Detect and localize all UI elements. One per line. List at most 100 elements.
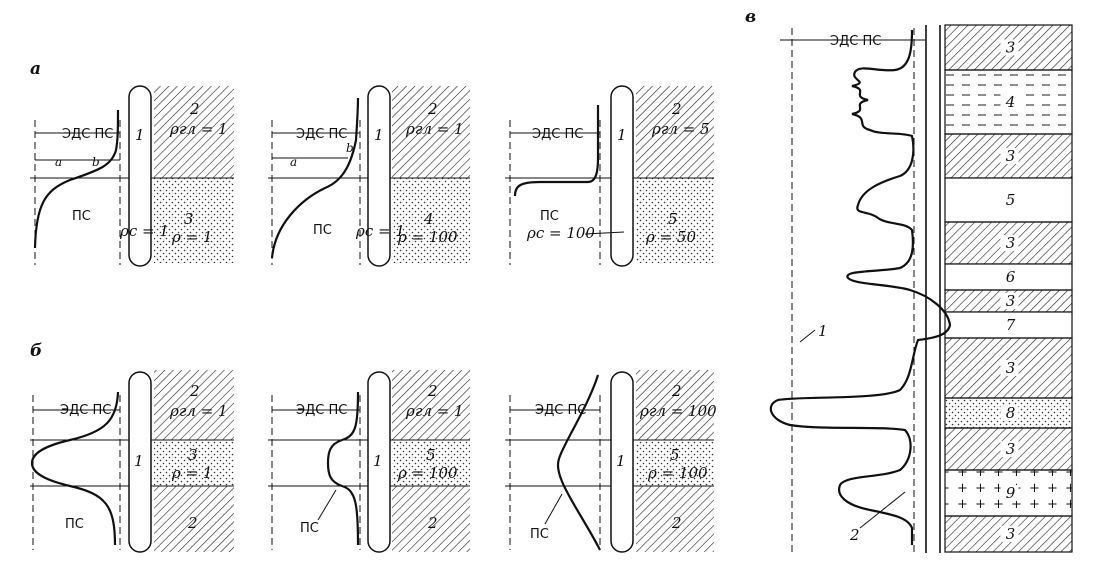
well-rho: ρс = 1	[119, 222, 169, 240]
borehole	[128, 371, 152, 553]
top-num: 2	[427, 100, 438, 118]
panel-b-item-3: ЭДС ПС ПС 1 2 ρгл = 100 5 ρ = 100 2	[505, 370, 717, 553]
emf-label: ЭДС ПС	[535, 403, 586, 418]
panel-b-item-1: ЭДС ПС ПС 1 2 ρгл = 1 3 ρ = 1 2	[30, 370, 234, 553]
well-label: 1	[374, 126, 384, 144]
mid-num: 3	[188, 446, 198, 464]
panel-b-letter: б	[30, 341, 42, 361]
bot-num: 3	[184, 210, 194, 228]
panel-a-letter: а	[30, 59, 41, 79]
top-rho: ρгл = 1	[405, 120, 464, 138]
sp-curve	[769, 29, 952, 545]
sp-label: ПС	[300, 521, 319, 536]
borehole	[610, 85, 634, 267]
layer-label-bg	[1000, 441, 1019, 457]
mid-rho: ρ = 100	[647, 464, 708, 482]
layer-label-11: 3	[1006, 440, 1016, 458]
formation-top	[636, 370, 714, 440]
layer-label-bg	[1000, 360, 1019, 376]
mid-num: 5	[670, 446, 680, 464]
b-label: b	[92, 155, 100, 169]
layer-4	[944, 177, 1073, 223]
formation-bottom	[636, 178, 714, 263]
panel-a-item-1: ЭДС ПС a b ПС 1 2 ρгл = 1 3 ρ = 1 ρс = 1	[30, 85, 234, 267]
bot-num: 4	[423, 210, 434, 228]
layer-label-bg	[1000, 485, 1019, 501]
formation-middle	[154, 440, 234, 486]
top-rho: ρгл = 1	[405, 402, 464, 420]
bot-num: 2	[187, 514, 198, 532]
well-label: 1	[373, 452, 383, 470]
emf-label: ЭДС ПС	[296, 403, 347, 418]
borehole	[610, 371, 634, 553]
panel-a-item-2: ЭДС ПС a b ПС 1 2 ρгл = 1 4 ρ = 100 ρс =…	[268, 85, 470, 267]
sp-label: ПС	[72, 209, 91, 224]
line-2-label: 2	[849, 526, 860, 544]
formation-middle	[392, 440, 470, 486]
b-label: b	[346, 141, 354, 155]
panel-b-item-2: ЭДС ПС ПС 1 2 ρгл = 1 5 ρ = 100 2	[268, 370, 470, 553]
mid-num: 5	[426, 446, 436, 464]
top-num: 2	[189, 382, 200, 400]
sp-curve	[30, 391, 120, 546]
layer-label-bg	[1000, 235, 1019, 251]
layer-label-bg	[1000, 39, 1019, 56]
formation-bottom	[392, 486, 470, 552]
layer-label-12: 9	[1006, 484, 1016, 502]
top-rho: ρгл = 100	[639, 402, 717, 420]
layer-8	[944, 311, 1073, 339]
bot-rho: ρ = 100	[397, 228, 458, 246]
layer-label-1: 3	[1006, 39, 1016, 57]
formation-bottom	[392, 178, 470, 263]
formation-top	[154, 86, 234, 178]
emf-label: ЭДС ПС	[296, 127, 347, 142]
sp-label: ПС	[530, 527, 549, 542]
line-1-label: 1	[818, 322, 828, 340]
well-label: 1	[617, 126, 627, 144]
layer-label-13: 3	[1006, 525, 1016, 543]
layer-label-bg	[1000, 526, 1019, 542]
layer-label-4: 5	[1006, 191, 1016, 209]
layer-label-7: 3	[1006, 292, 1016, 310]
formation-top	[392, 370, 470, 440]
top-num: 2	[189, 100, 200, 118]
layer-label-bg	[1000, 405, 1019, 421]
top-rho: ρгл = 5	[651, 120, 710, 138]
layer-label-9: 3	[1006, 359, 1016, 377]
bot-rho: ρ = 50	[645, 228, 696, 246]
emf-label: ЭДС ПС	[532, 127, 583, 142]
emf-label: ЭДС ПС	[60, 403, 111, 418]
formation-bottom	[154, 486, 234, 552]
well-label: 1	[135, 126, 145, 144]
formation-bottom	[154, 178, 234, 263]
sp-curve	[513, 105, 600, 197]
layer-label-bg	[1000, 148, 1019, 164]
sp-curve	[33, 109, 120, 249]
borehole	[367, 371, 391, 553]
bot-num: 2	[427, 514, 438, 532]
sp-curve	[270, 97, 360, 259]
mid-rho: ρ = 100	[397, 464, 458, 482]
layer-label-bg	[1000, 94, 1019, 110]
well-label: 1	[616, 452, 626, 470]
bot-rho: ρ = 1	[171, 228, 212, 246]
top-num: 2	[427, 382, 438, 400]
top-rho: ρгл = 1	[169, 402, 228, 420]
sp-curve	[326, 391, 360, 546]
layer-label-6: 6	[1006, 268, 1016, 286]
layer-label-2: 4	[1005, 93, 1016, 111]
sp-label: ПС	[540, 209, 559, 224]
layer-label-5: 3	[1006, 234, 1016, 252]
well-rho: ρс = 1	[355, 222, 405, 240]
sp-curve	[556, 374, 601, 551]
a-label: a	[290, 155, 297, 169]
formation-top	[392, 86, 470, 178]
borehole	[128, 85, 152, 267]
bot-num: 2	[671, 514, 682, 532]
formation-middle	[636, 440, 714, 486]
panel-c-letter: в	[745, 7, 756, 27]
top-rho: ρгл = 1	[169, 120, 228, 138]
emf-label: ЭДС ПС	[830, 34, 881, 49]
